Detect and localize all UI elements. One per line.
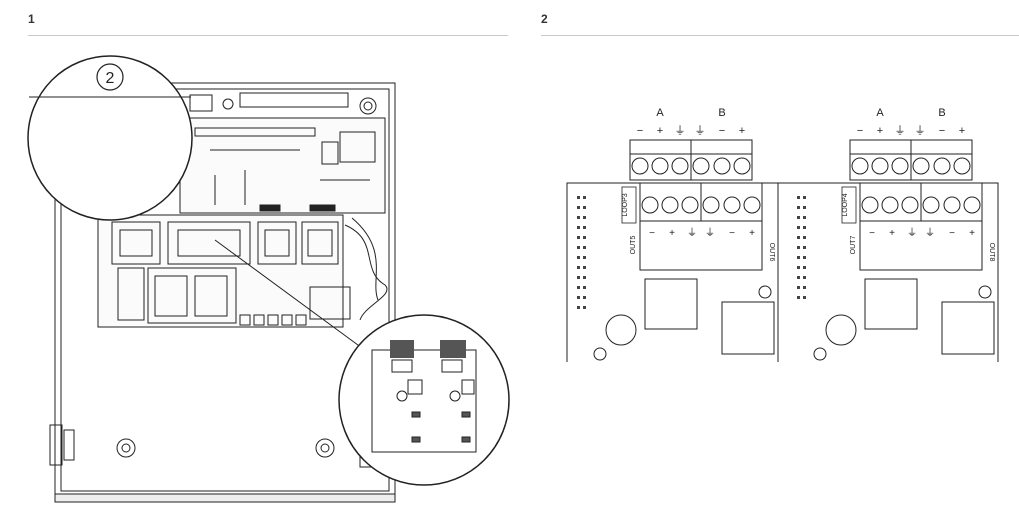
polarity-top: − (857, 125, 863, 137)
polarity-bottom: + (749, 228, 755, 239)
terminal-label-a: A (876, 107, 884, 119)
polarity-top: − (637, 125, 643, 137)
terminal-block-lower (859, 182, 983, 271)
polarity-bottom: − (649, 228, 655, 239)
polarity-bottom: + (669, 228, 675, 239)
relay (941, 301, 995, 355)
terminal-label-b: B (718, 107, 725, 119)
polarity-top: − (939, 125, 945, 137)
polarity-top: ⏚ (695, 124, 706, 137)
callout-number-badge (96, 63, 124, 91)
polarity-bottom: ⏚ (907, 227, 917, 239)
polarity-top: − (719, 125, 725, 137)
callout-number: 2 (106, 70, 115, 87)
pcb-pins-left (577, 196, 586, 309)
polarity-top: + (959, 125, 965, 137)
polarity-top: ⏚ (915, 124, 926, 137)
polarity-top: ⏚ (895, 124, 906, 137)
power-supply-board (97, 214, 344, 328)
loop-label: LOOP4 (842, 193, 849, 216)
callout-circle-top: 2 (27, 55, 193, 221)
magnifier-circle (338, 314, 510, 486)
cabinet-figure: 2 (27, 55, 510, 503)
main-pcb (179, 117, 386, 214)
terminal-block-lower (639, 182, 763, 271)
panel-2-label: 2 (541, 12, 548, 26)
board-loop3: A B − + ⏚ ⏚ − + − + ⏚ (566, 107, 779, 362)
polarity-bottom: − (949, 228, 955, 239)
polarity-top: + (657, 125, 663, 137)
polarity-bottom: ⏚ (925, 227, 935, 239)
relay (864, 278, 918, 330)
polarity-bottom: − (869, 228, 875, 239)
capacitor (605, 314, 637, 346)
out-label-right: OUT6 (768, 243, 775, 262)
terminal-label-a: A (656, 107, 664, 119)
out-label-left: OUT5 (630, 236, 637, 255)
polarity-bottom: − (729, 228, 735, 239)
polarity-top: ⏚ (675, 124, 686, 137)
panel-1-rule (28, 35, 508, 36)
pcb-pins-left (797, 196, 806, 299)
polarity-top: + (877, 125, 883, 137)
loop-label: LOOP3 (622, 193, 629, 216)
relay (721, 301, 775, 355)
panel-1-label: 1 (28, 12, 35, 26)
polarity-bottom: ⏚ (687, 227, 697, 239)
terminal-figure: A B − + ⏚ ⏚ − + − + ⏚ (566, 107, 999, 362)
relay (644, 278, 698, 330)
polarity-bottom: + (889, 228, 895, 239)
board-loop4: A B − + ⏚ ⏚ − + − + ⏚ ⏚ − (778, 107, 999, 362)
capacitor (825, 314, 857, 346)
out-label-left: OUT7 (850, 236, 857, 255)
out-label-right: OUT8 (988, 243, 995, 262)
polarity-bottom: ⏚ (705, 227, 715, 239)
terminal-block-upper (629, 139, 753, 181)
terminal-block-upper (849, 139, 973, 181)
polarity-top: + (739, 125, 745, 137)
terminal-label-b: B (938, 107, 945, 119)
panel-2-rule (541, 35, 1019, 36)
polarity-bottom: + (969, 228, 975, 239)
